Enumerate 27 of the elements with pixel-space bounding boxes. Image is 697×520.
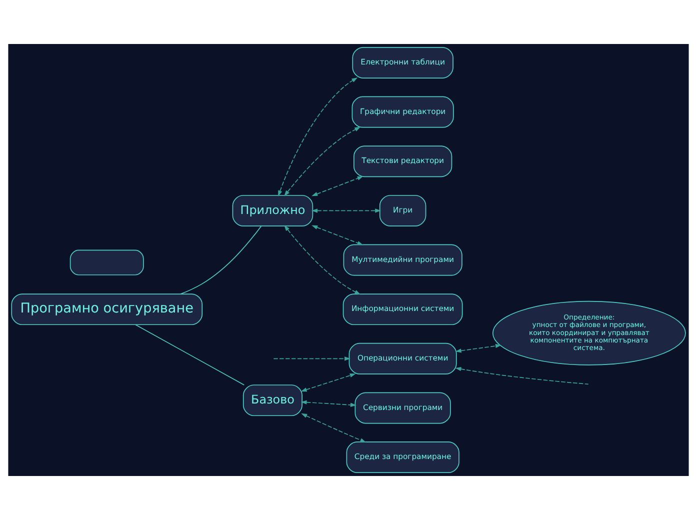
arrow [301, 413, 366, 442]
arrow [312, 176, 364, 196]
arrow [455, 366, 589, 385]
connector [180, 226, 262, 294]
node-box: Мултимедийни програми [343, 244, 462, 276]
node-box: Графични редактори [352, 96, 454, 128]
node-box: Операционни системи [348, 342, 457, 374]
node-box: Електронни таблици [352, 46, 454, 78]
arrow [273, 356, 350, 361]
node-box: Информационни системи [342, 294, 463, 326]
node-box: Базово [242, 384, 302, 416]
node-box: Програмно осигуряване [11, 294, 203, 326]
arrow [300, 400, 356, 407]
arrow [312, 208, 382, 213]
connector [135, 324, 245, 386]
node-box: Среди за програмиране [346, 442, 460, 474]
arrow [278, 77, 358, 196]
node-box: Текстови редактори [354, 146, 452, 178]
arrow [284, 126, 361, 196]
node-box [70, 250, 144, 276]
node-box: Сервизни програми [354, 392, 451, 424]
arrow [300, 373, 356, 392]
node-box: Игри [379, 194, 426, 226]
arrow [284, 225, 361, 295]
arrow [455, 344, 502, 353]
node-box: Приложно [232, 194, 314, 226]
arrow [312, 225, 364, 246]
